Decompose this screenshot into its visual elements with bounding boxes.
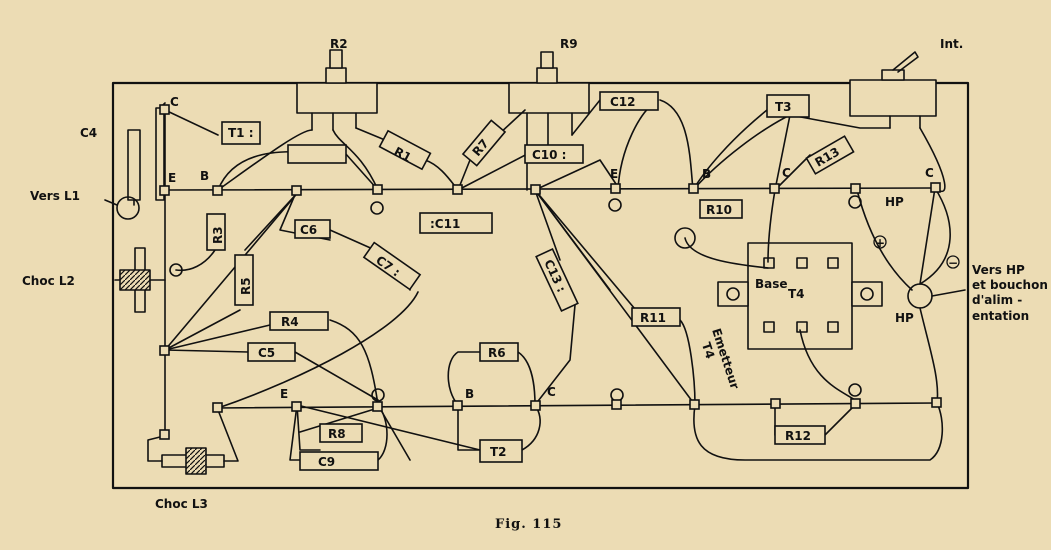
int-label: Int. <box>940 37 963 51</box>
c11-box <box>419 212 493 234</box>
terminal-circle <box>370 201 384 215</box>
c11-label: :C11 <box>430 217 460 231</box>
terminal-circle <box>848 383 862 397</box>
int-switch <box>849 51 937 129</box>
t2-b-pin: B <box>465 387 474 401</box>
t4-emitter-label: Emetteur <box>709 327 742 391</box>
r5-label: R5 <box>239 277 253 295</box>
c9-label: C9 <box>318 455 335 469</box>
t1-b-pin: B <box>200 169 209 183</box>
choc-l3-choke <box>147 409 239 475</box>
vers-hp-line1: Vers HP <box>972 263 1025 277</box>
vers-hp-line2: et bouchon <box>972 278 1048 292</box>
hp-jack-circle <box>907 283 933 309</box>
choc-l2-label: Choc L2 <box>22 274 75 288</box>
t3-b-pin: B <box>702 167 711 181</box>
vers-hp-line4: entation <box>972 309 1029 323</box>
solder-nodes <box>159 104 942 440</box>
c9-box <box>299 451 379 471</box>
t4-emitter-t-label: T4 <box>699 340 717 360</box>
c13-box <box>535 247 579 313</box>
t1-label: T1 : <box>228 126 254 140</box>
r3-box <box>206 213 226 251</box>
c12-label: C12 <box>610 95 636 109</box>
plus-sign: + <box>875 236 885 250</box>
c10-label: C10 : <box>532 148 566 162</box>
figure-caption: Fig. 115 <box>495 517 562 532</box>
r10-box <box>699 199 743 219</box>
c10-box <box>524 144 584 164</box>
r13-box <box>805 135 855 175</box>
c12-box <box>599 91 659 111</box>
r2-label: R2 <box>330 37 348 51</box>
t1-box <box>221 121 261 145</box>
bottom-rail <box>214 402 938 409</box>
t2-box <box>479 439 523 463</box>
t2-label: T2 <box>490 445 507 459</box>
t4-base-label: Base <box>755 277 788 291</box>
choc-l2-choke <box>114 247 166 313</box>
minus-sign: − <box>948 256 958 270</box>
r12-label: R12 <box>785 429 811 443</box>
hp-pin: HP <box>885 195 904 209</box>
t3-label: T3 <box>775 100 792 114</box>
t3-e-pin: E <box>610 167 618 181</box>
c5-label: C5 <box>258 346 275 360</box>
r8-label: R8 <box>328 427 346 441</box>
t2-e-pin: E <box>280 387 288 401</box>
r5-box <box>234 254 254 306</box>
r2-potentiometer <box>296 49 378 131</box>
r8-box <box>319 423 363 443</box>
c6-label: C6 <box>300 223 317 237</box>
t4-label: T4 <box>788 287 805 301</box>
hp-jack-label: HP <box>895 311 914 325</box>
c7-box <box>362 241 422 291</box>
r6-box <box>479 342 519 362</box>
choc-l3-label: Choc L3 <box>155 497 208 511</box>
r11-label: R11 <box>640 311 666 325</box>
r7-box <box>461 119 507 167</box>
c6-box <box>294 219 331 239</box>
terminal-circle <box>608 198 622 212</box>
hp-c-pin: C <box>925 166 934 180</box>
top-rail <box>164 187 936 191</box>
t3-c-pin: C <box>782 166 791 180</box>
c5-box <box>247 342 296 362</box>
c4-label: C4 <box>80 126 97 140</box>
r1-box <box>378 129 432 171</box>
r3-label: R3 <box>211 226 225 244</box>
r10-label: R10 <box>706 203 732 217</box>
t1-c-pin: C <box>170 95 179 109</box>
vers-l1-label: Vers L1 <box>30 189 80 203</box>
terminal-circle <box>674 227 696 249</box>
r4-label: R4 <box>281 315 299 329</box>
r12-box <box>774 425 826 445</box>
vers-hp-line3: d'alim - <box>972 293 1022 307</box>
r9-label: R9 <box>560 37 578 51</box>
t2-c-pin: C <box>547 385 556 399</box>
t3-box <box>766 94 810 118</box>
wires <box>164 99 951 461</box>
cap-unlabeled-box <box>287 144 347 164</box>
t1-e-pin: E <box>168 171 176 185</box>
l1-terminal <box>116 196 140 220</box>
r4-box <box>269 311 329 331</box>
r11-box <box>631 307 681 327</box>
r9-potentiometer <box>508 51 590 191</box>
r6-label: R6 <box>488 346 506 360</box>
